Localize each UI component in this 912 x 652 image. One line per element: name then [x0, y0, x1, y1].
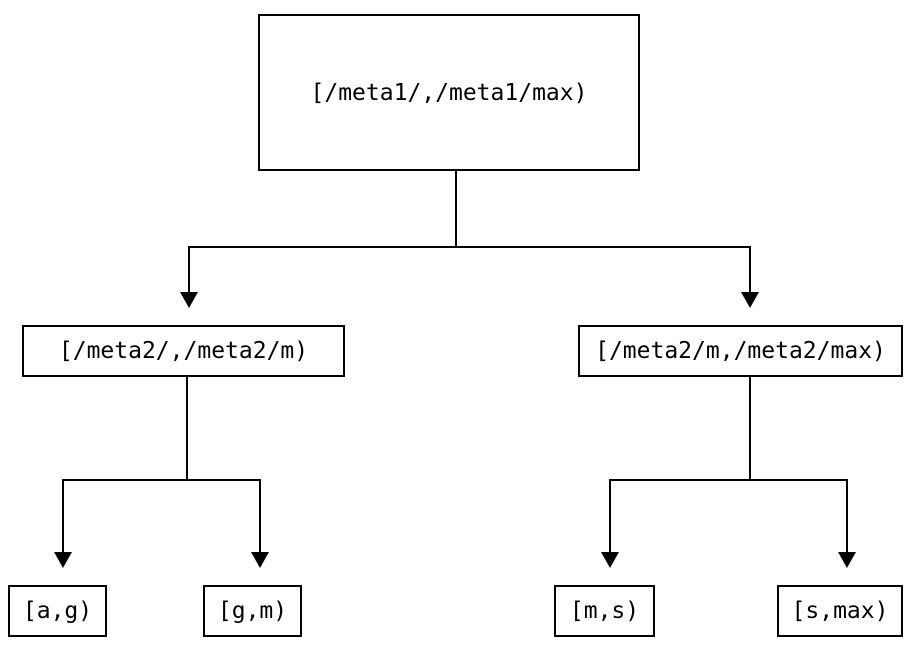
edge-root-stem-line	[455, 171, 457, 247]
node-root: [/meta1/,/meta1/max)	[258, 14, 640, 171]
edge-right-stem-line	[749, 377, 751, 481]
edge-right-to-leaf-ms-line	[609, 479, 611, 552]
edge-root-to-left-arrowhead-icon	[180, 292, 198, 308]
edge-left-to-leaf-ag-arrowhead-icon	[54, 552, 72, 568]
node-leaf-gm-label: [g,m)	[217, 598, 288, 624]
edge-left-to-leaf-gm-line	[259, 479, 261, 552]
node-meta2-left: [/meta2/,/meta2/m)	[22, 325, 345, 377]
node-leaf-ms: [m,s)	[554, 585, 655, 637]
node-leaf-smax: [s,max)	[777, 585, 903, 637]
edge-root-to-right-line	[749, 246, 751, 293]
node-leaf-smax-label: [s,max)	[791, 598, 889, 624]
node-meta2-right-label: [/meta2/m,/meta2/max)	[595, 338, 886, 364]
edge-left-to-leaf-ag-line	[62, 479, 64, 552]
edge-left-stem-line	[186, 377, 188, 481]
node-leaf-ag: [a,g)	[8, 585, 107, 637]
node-leaf-gm: [g,m)	[203, 585, 302, 637]
edge-right-crossbar-line	[609, 479, 848, 481]
edge-root-to-right-arrowhead-icon	[741, 292, 759, 308]
node-meta2-right: [/meta2/m,/meta2/max)	[578, 325, 903, 377]
edge-right-to-leaf-smax-arrowhead-icon	[838, 552, 856, 568]
node-leaf-ag-label: [a,g)	[22, 598, 93, 624]
edge-right-to-leaf-ms-arrowhead-icon	[601, 552, 619, 568]
edge-right-to-leaf-smax-line	[846, 479, 848, 552]
edge-left-to-leaf-gm-arrowhead-icon	[251, 552, 269, 568]
edge-left-crossbar-line	[62, 479, 261, 481]
node-meta2-left-label: [/meta2/,/meta2/m)	[58, 338, 309, 364]
edge-root-crossbar-line	[188, 246, 751, 248]
edge-root-to-left-line	[188, 246, 190, 293]
node-leaf-ms-label: [m,s)	[569, 598, 640, 624]
node-root-label: [/meta1/,/meta1/max)	[310, 79, 588, 106]
